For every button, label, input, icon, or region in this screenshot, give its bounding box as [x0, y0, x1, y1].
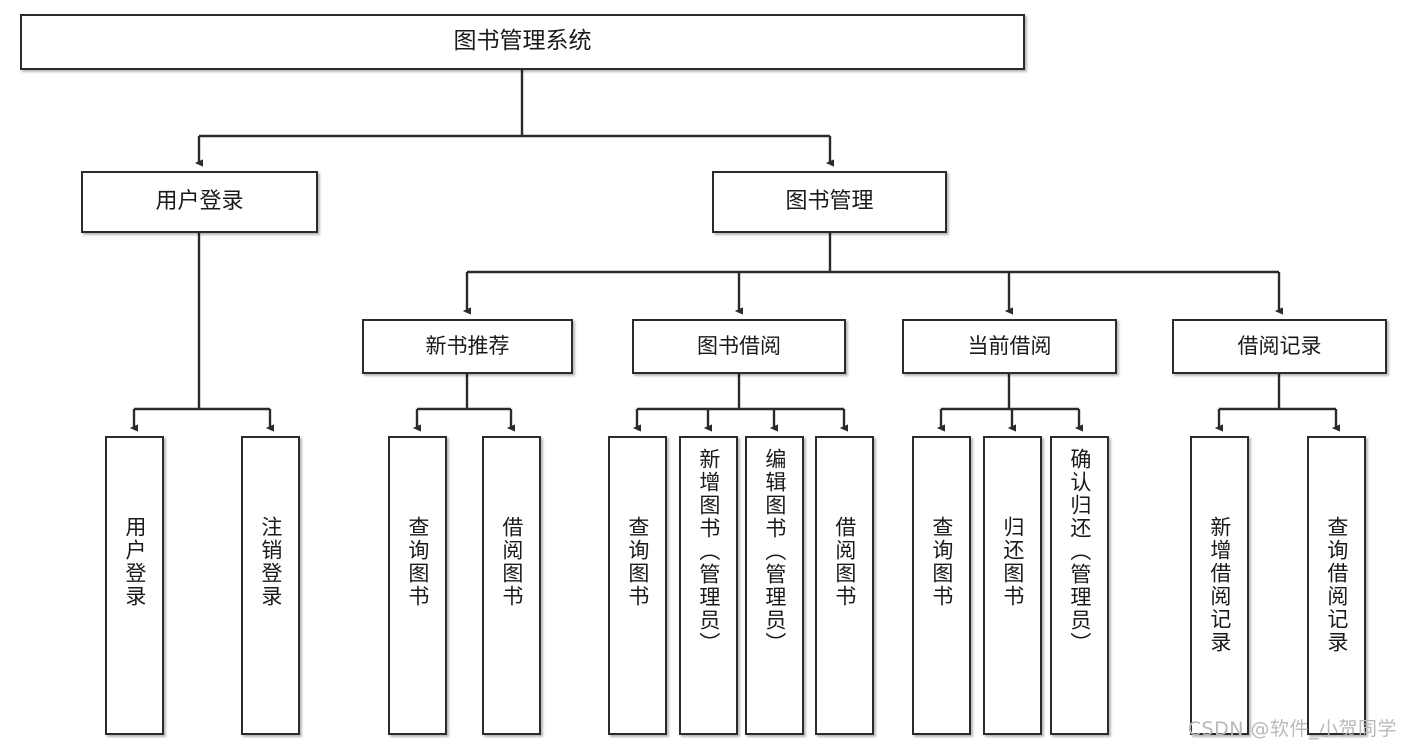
node-leaf-return-book-label: 归还图书 — [1000, 516, 1025, 608]
node-leaf-borrow-book-1[interactable]: 借阅图书 — [482, 436, 541, 735]
edge-group-root — [194, 70, 835, 167]
node-leaf-query-record[interactable]: 查询借阅记录 — [1307, 436, 1366, 735]
node-root[interactable]: 图书管理系统 — [20, 14, 1025, 70]
node-leaf-query-book-3[interactable]: 查询图书 — [912, 436, 971, 735]
node-leaf-edit-book[interactable]: 编辑图书（管理员） — [745, 436, 804, 735]
node-book-manage[interactable]: 图书管理 — [712, 171, 947, 233]
node-current-borrow-label: 当前借阅 — [967, 334, 1052, 359]
node-current-borrow[interactable]: 当前借阅 — [902, 319, 1117, 374]
node-leaf-return-book[interactable]: 归还图书 — [983, 436, 1042, 735]
node-book-borrow[interactable]: 图书借阅 — [632, 319, 846, 374]
node-leaf-user-login-label: 用户登录 — [122, 516, 147, 608]
node-borrow-record[interactable]: 借阅记录 — [1172, 319, 1387, 374]
node-leaf-confirm-return[interactable]: 确认归还（管理员） — [1050, 436, 1109, 735]
node-leaf-user-login[interactable]: 用户登录 — [105, 436, 164, 735]
node-leaf-add-record[interactable]: 新增借阅记录 — [1190, 436, 1249, 735]
node-new-book-rec[interactable]: 新书推荐 — [362, 319, 573, 374]
edge-group-borrow-record — [1214, 374, 1341, 432]
node-leaf-query-record-label: 查询借阅记录 — [1324, 516, 1349, 654]
node-new-book-rec-label: 新书推荐 — [425, 334, 510, 359]
node-user-login-label: 用户登录 — [155, 189, 244, 215]
node-book-borrow-label: 图书借阅 — [697, 334, 781, 359]
node-leaf-query-book-3-label: 查询图书 — [929, 516, 954, 608]
edge-group-book-borrow — [632, 374, 849, 432]
node-leaf-confirm-return-label: 确认归还（管理员） — [1067, 448, 1092, 655]
node-leaf-borrow-book-2[interactable]: 借阅图书 — [815, 436, 874, 735]
node-user-login[interactable]: 用户登录 — [81, 171, 318, 233]
edge-group-new-book-rec — [412, 374, 516, 432]
node-leaf-add-record-label: 新增借阅记录 — [1207, 516, 1232, 654]
node-leaf-query-book-1-label: 查询图书 — [405, 516, 430, 608]
watermark-text: CSDN @软件_小贺同学 — [1187, 718, 1397, 740]
node-book-manage-label: 图书管理 — [785, 189, 874, 215]
edge-group-book-manage — [462, 233, 1284, 315]
edge-group-user-login — [129, 233, 275, 432]
node-leaf-add-book-label: 新增图书（管理员） — [696, 448, 721, 655]
node-leaf-query-book-2[interactable]: 查询图书 — [608, 436, 667, 735]
node-leaf-logout[interactable]: 注销登录 — [241, 436, 300, 735]
node-leaf-query-book-1[interactable]: 查询图书 — [388, 436, 447, 735]
node-leaf-add-book[interactable]: 新增图书（管理员） — [679, 436, 738, 735]
node-leaf-borrow-book-1-label: 借阅图书 — [499, 516, 524, 608]
node-leaf-borrow-book-2-label: 借阅图书 — [832, 516, 857, 608]
node-borrow-record-label: 借阅记录 — [1237, 334, 1322, 359]
node-leaf-edit-book-label: 编辑图书（管理员） — [762, 448, 787, 655]
node-leaf-logout-label: 注销登录 — [258, 516, 283, 608]
node-leaf-query-book-2-label: 查询图书 — [625, 516, 650, 608]
node-root-label: 图书管理系统 — [453, 28, 592, 55]
edge-group-current-borrow — [936, 374, 1084, 432]
